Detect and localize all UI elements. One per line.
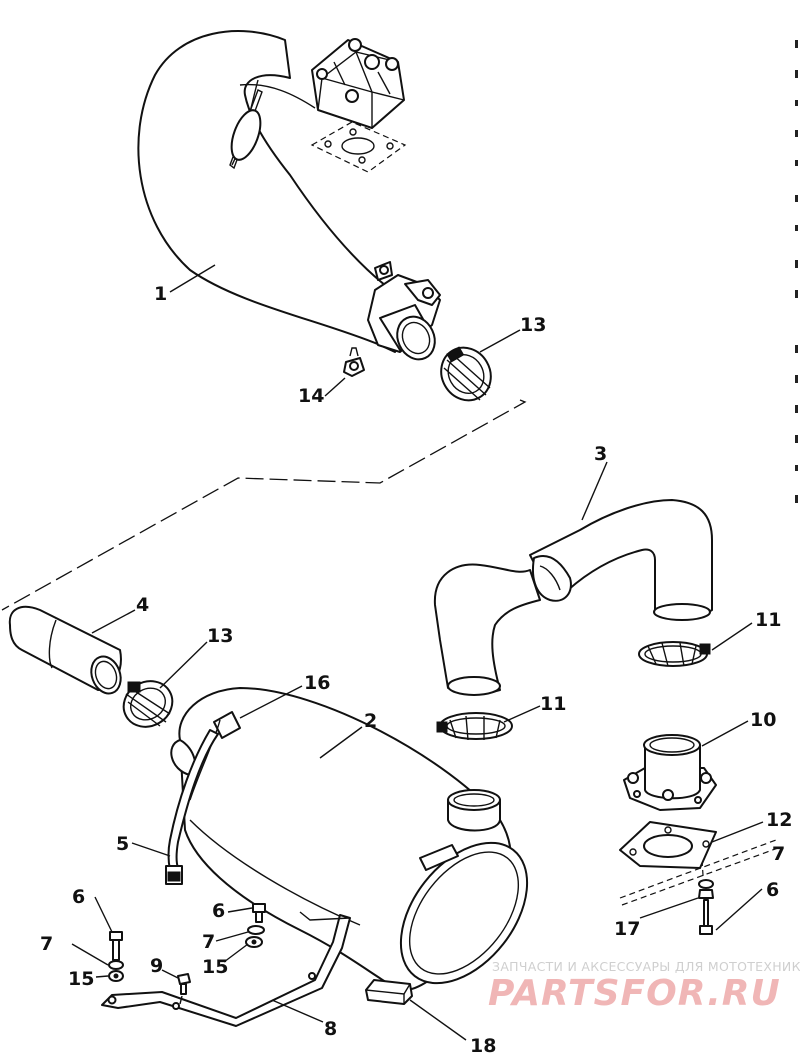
callout-15-middle: 15 xyxy=(202,956,228,978)
callout-5: 5 xyxy=(116,833,129,855)
clamp-lower xyxy=(122,680,174,728)
mounting-bracket xyxy=(101,914,351,1027)
watermark-brand: PARTSFOR.RU xyxy=(488,973,781,1014)
fastener-stack-left xyxy=(108,931,124,982)
callout-10: 10 xyxy=(750,709,776,731)
edge-artifacts xyxy=(795,40,798,503)
tailpipe xyxy=(433,499,713,696)
callout-16: 16 xyxy=(304,672,330,694)
clamp-upper xyxy=(440,346,492,402)
callout-7-right: 7 xyxy=(772,843,785,865)
drain-nut xyxy=(343,347,365,377)
intermediate-pipe xyxy=(8,605,122,695)
callout-13-lower: 13 xyxy=(207,625,233,647)
callout-1: 1 xyxy=(154,283,167,305)
callout-4: 4 xyxy=(136,594,149,616)
callout-13-upper: 13 xyxy=(520,314,546,336)
exhaust-manifold-pipe xyxy=(137,30,441,361)
rubber-block xyxy=(365,979,413,1005)
callout-18: 18 xyxy=(470,1035,496,1055)
callout-7-middle: 7 xyxy=(202,931,215,953)
callout-11-right: 11 xyxy=(755,609,781,631)
fastener-stack-middle xyxy=(245,903,266,948)
gasket xyxy=(619,821,717,869)
callout-15-left: 15 xyxy=(68,968,94,990)
callout-17: 17 xyxy=(614,918,640,940)
screw-9 xyxy=(177,973,191,995)
callout-11-left: 11 xyxy=(540,693,566,715)
watermark: ЗАПЧАСТИ И АКСЕССУАРЫ ДЛЯ МОТОТЕХНИКИ PA… xyxy=(488,959,800,1014)
callout-7-left: 7 xyxy=(40,933,53,955)
outlet-fitting xyxy=(623,734,717,811)
muffler-spring xyxy=(165,729,219,885)
fastener-stack-right xyxy=(698,879,714,935)
callout-8: 8 xyxy=(324,1018,337,1040)
callout-3: 3 xyxy=(594,443,607,465)
callout-6-middle: 6 xyxy=(212,900,225,922)
clamp-left xyxy=(436,712,513,741)
callout-12: 12 xyxy=(766,809,792,831)
watermark-tagline: ЗАПЧАСТИ И АКСЕССУАРЫ ДЛЯ МОТОТЕХНИКИ xyxy=(492,959,800,974)
callout-14: 14 xyxy=(298,385,324,407)
leader-lines xyxy=(71,264,764,1041)
callout-labels: 1 14 13 3 4 13 16 2 11 11 10 12 7 6 17 5… xyxy=(40,283,792,1055)
callout-6-right: 6 xyxy=(766,879,779,901)
callout-6-left: 6 xyxy=(72,886,85,908)
muffler xyxy=(170,687,529,991)
callout-2: 2 xyxy=(364,710,377,732)
clamp-right xyxy=(638,641,711,667)
callout-9: 9 xyxy=(150,955,163,977)
